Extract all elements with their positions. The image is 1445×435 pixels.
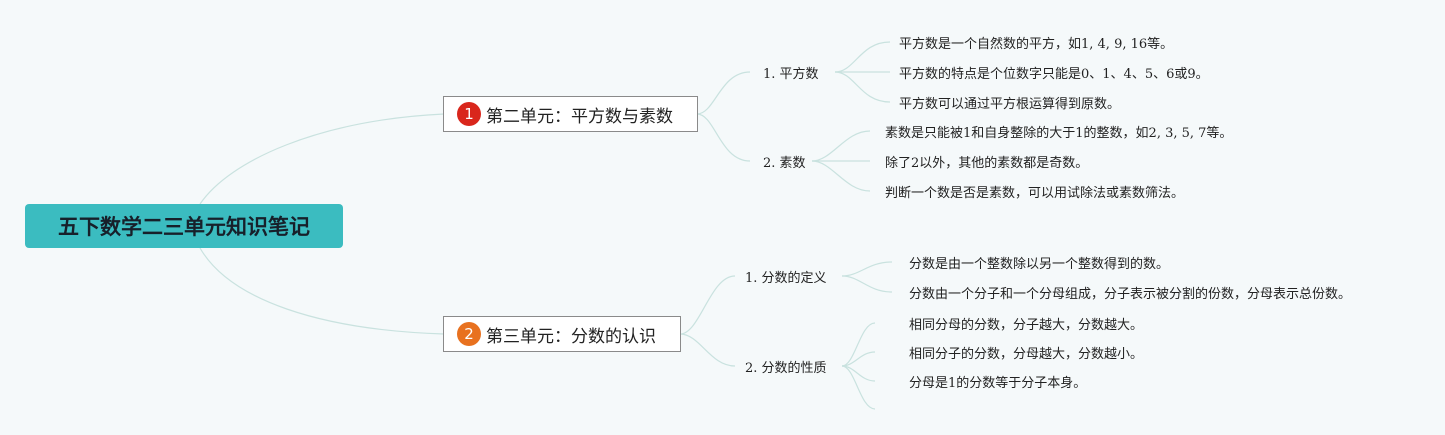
leaf-point[interactable]: 相同分母的分数，分子越大，分数越大。 [909, 318, 1144, 333]
leaf-point[interactable]: 平方数可以通过平方根运算得到原数。 [899, 97, 1121, 112]
topic-square-numbers[interactable]: 1. 平方数 [763, 67, 819, 82]
root-title: 五下数学二三单元知识笔记 [58, 215, 310, 239]
topic-prime-numbers[interactable]: 2. 素数 [763, 156, 806, 171]
leaf-point[interactable]: 平方数的特点是个位数字只能是0、1、4、5、6或9。 [899, 67, 1209, 82]
leaf-point[interactable]: 素数是只能被1和自身整除的大于1的整数，如2, 3, 5, 7等。 [885, 126, 1233, 141]
leaf-point[interactable]: 分母是1的分数等于分子本身。 [909, 376, 1087, 391]
leaf-point[interactable]: 平方数是一个自然数的平方，如1, 4, 9, 16等。 [899, 37, 1174, 52]
root-topic[interactable]: 五下数学二三单元知识笔记 [25, 204, 343, 248]
topic-fraction-properties[interactable]: 2. 分数的性质 [745, 361, 827, 376]
leaf-point[interactable]: 判断一个数是否是素数，可以用试除法或素数筛法。 [885, 186, 1185, 201]
unit-node-2[interactable]: 2 第三单元：分数的认识 [443, 316, 681, 352]
priority-2-icon: 2 [457, 322, 481, 346]
unit-title: 第二单元：平方数与素数 [486, 106, 673, 127]
leaf-point[interactable]: 分数由一个分子和一个分母组成，分子表示被分割的份数，分母表示总份数。 [909, 287, 1352, 302]
leaf-point[interactable]: 除了2以外，其他的素数都是奇数。 [885, 156, 1089, 171]
unit-title: 第三单元：分数的认识 [486, 326, 656, 347]
topic-fraction-definition[interactable]: 1. 分数的定义 [745, 271, 827, 286]
leaf-point[interactable]: 相同分子的分数，分母越大，分数越小。 [909, 347, 1144, 362]
unit-node-1[interactable]: 1 第二单元：平方数与素数 [443, 96, 698, 132]
priority-1-icon: 1 [457, 102, 481, 126]
leaf-point[interactable]: 分数是由一个整数除以另一个整数得到的数。 [909, 257, 1170, 272]
